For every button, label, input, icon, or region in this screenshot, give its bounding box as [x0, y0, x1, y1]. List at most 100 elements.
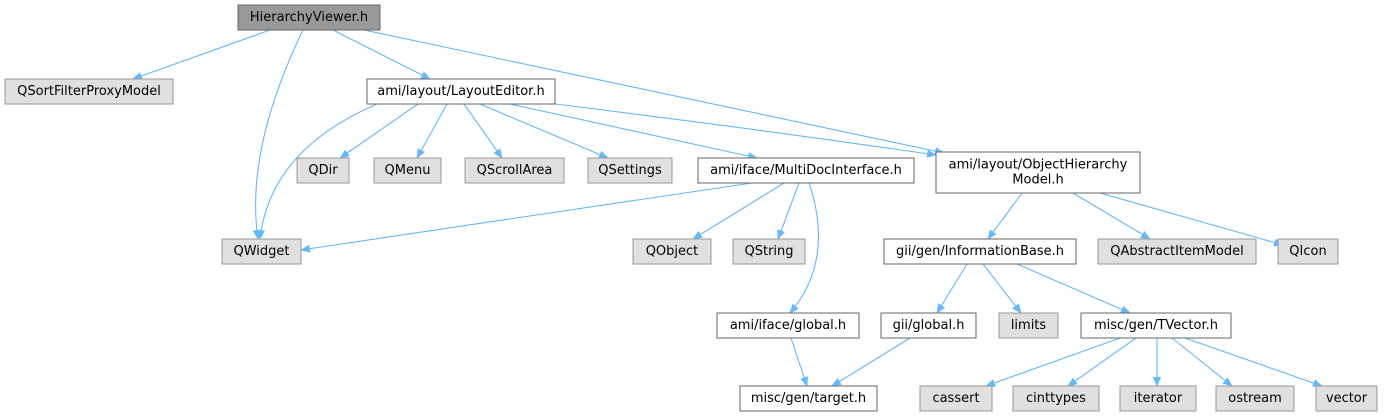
edge-tvector-to-cinttypes: [1067, 337, 1137, 387]
node-label: vector: [1326, 391, 1368, 406]
node-tvector[interactable]: misc/gen/TVector.h: [1080, 312, 1232, 339]
node-label: limits: [1011, 318, 1047, 333]
node-label: Model.h: [1012, 173, 1063, 188]
node-hierarchyviewer: HierarchyViewer.h: [237, 4, 381, 31]
edge-hierarchyviewer-to-qwidget: [252, 29, 304, 240]
node-label: QString: [744, 244, 793, 259]
node-qmenu: QMenu: [373, 157, 442, 184]
node-box: [4, 78, 174, 105]
node-qdir: QDir: [296, 157, 350, 184]
node-qscrollarea: QScrollArea: [464, 157, 565, 184]
edge-layouteditor-to-qmenu: [416, 103, 448, 159]
node-qicon: QIcon: [1277, 238, 1339, 265]
node-box: [998, 312, 1059, 339]
edge-giiglobal-to-target: [831, 337, 911, 387]
edge-ifaceglobal-to-target: [790, 337, 808, 387]
node-box: [237, 4, 381, 31]
node-informationbase[interactable]: gii/gen/InformationBase.h: [883, 238, 1077, 265]
edge-layouteditor-to-qdir: [339, 103, 419, 159]
edge-tvector-to-vector: [1184, 337, 1323, 387]
node-label: QScrollArea: [477, 163, 553, 178]
edge-layouteditor-to-qwidget: [257, 103, 378, 240]
edge-multidocinterface-to-qobject: [692, 182, 785, 240]
node-cassert: cassert: [919, 385, 993, 412]
node-label: misc/gen/TVector.h: [1094, 318, 1218, 333]
edge-layouteditor-to-multidocinterface: [509, 103, 758, 160]
edge-tvector-to-ostream: [1171, 337, 1233, 387]
node-label: cinttypes: [1026, 391, 1086, 406]
node-label: ami/iface/MultiDocInterface.h: [710, 163, 902, 178]
node-qstring: QString: [732, 238, 806, 265]
node-box: [1277, 238, 1339, 265]
node-box: [716, 312, 860, 339]
node-label: QSettings: [598, 163, 662, 178]
edge-tvector-to-cassert: [985, 337, 1121, 387]
node-qsettings: QSettings: [587, 157, 673, 184]
node-box: [1315, 385, 1378, 412]
node-box: [739, 385, 878, 412]
edge-objecthierarchymodel-to-informationbase: [987, 192, 1023, 240]
node-label: ostream: [1228, 391, 1282, 406]
node-box: [296, 157, 350, 184]
node-box: [935, 151, 1141, 194]
node-ostream: ostream: [1215, 385, 1295, 412]
node-box: [1119, 385, 1197, 412]
edge-hierarchyviewer-to-qsortfilterproxymodel: [132, 29, 271, 80]
node-label: QWidget: [233, 244, 289, 259]
edge-multidocinterface-to-qwidget: [300, 182, 753, 253]
node-label: ami/layout/LayoutEditor.h: [377, 84, 544, 99]
node-box: [919, 385, 993, 412]
node-label: QDir: [308, 163, 338, 178]
node-qwidget: QWidget: [221, 238, 302, 265]
node-box: [632, 238, 712, 265]
node-box: [366, 78, 556, 105]
node-label: QIcon: [1289, 244, 1326, 259]
edge-layouteditor-to-objecthierarchymodel: [554, 103, 937, 158]
node-target[interactable]: misc/gen/target.h: [739, 385, 878, 412]
node-qobject: QObject: [632, 238, 712, 265]
edge-multidocinterface-to-ifaceglobal: [789, 182, 820, 314]
node-box: [221, 238, 302, 265]
node-box: [464, 157, 565, 184]
node-box: [587, 157, 673, 184]
node-label: ami/layout/ObjectHierarchy: [949, 158, 1128, 173]
node-box: [883, 238, 1077, 265]
node-iterator: iterator: [1119, 385, 1197, 412]
node-vector: vector: [1315, 385, 1378, 412]
node-label: gii/gen/InformationBase.h: [896, 244, 1064, 259]
node-multidocinterface[interactable]: ami/iface/MultiDocInterface.h: [697, 157, 915, 184]
node-box: [732, 238, 806, 265]
node-giiglobal[interactable]: gii/global.h: [880, 312, 977, 339]
node-layouteditor[interactable]: ami/layout/LayoutEditor.h: [366, 78, 556, 105]
node-label: gii/global.h: [893, 318, 965, 333]
edge-layouteditor-to-qscrollarea: [463, 103, 503, 159]
node-qsortfilterproxymodel: QSortFilterProxyModel: [4, 78, 174, 105]
node-ifaceglobal[interactable]: ami/iface/global.h: [716, 312, 860, 339]
node-label: cassert: [932, 391, 979, 406]
edge-hierarchyviewer-to-objecthierarchymodel: [363, 29, 945, 156]
node-limits: limits: [998, 312, 1059, 339]
node-box: [1012, 385, 1100, 412]
node-label: QSortFilterProxyModel: [17, 84, 161, 99]
node-label: ami/iface/global.h: [730, 318, 846, 333]
node-box: [1080, 312, 1232, 339]
node-box: [1097, 238, 1257, 265]
edge-multidocinterface-to-qstring: [777, 182, 800, 240]
node-box: [373, 157, 442, 184]
node-label: QObject: [646, 244, 699, 259]
node-box: [880, 312, 977, 339]
edge-informationbase-to-giiglobal: [936, 263, 968, 314]
node-label: HierarchyViewer.h: [250, 10, 368, 25]
node-cinttypes: cinttypes: [1012, 385, 1100, 412]
edge-objecthierarchymodel-to-qabstractitemmodel: [1072, 192, 1151, 240]
node-qabstractitemmodel: QAbstractItemModel: [1097, 238, 1257, 265]
edges-layer: [132, 29, 1323, 387]
edge-hierarchyviewer-to-layouteditor: [332, 29, 431, 80]
node-label: QMenu: [385, 163, 431, 178]
edge-informationbase-to-limits: [982, 263, 1022, 314]
edge-layouteditor-to-qsettings: [479, 103, 609, 159]
node-label: QAbstractItemModel: [1110, 244, 1243, 259]
